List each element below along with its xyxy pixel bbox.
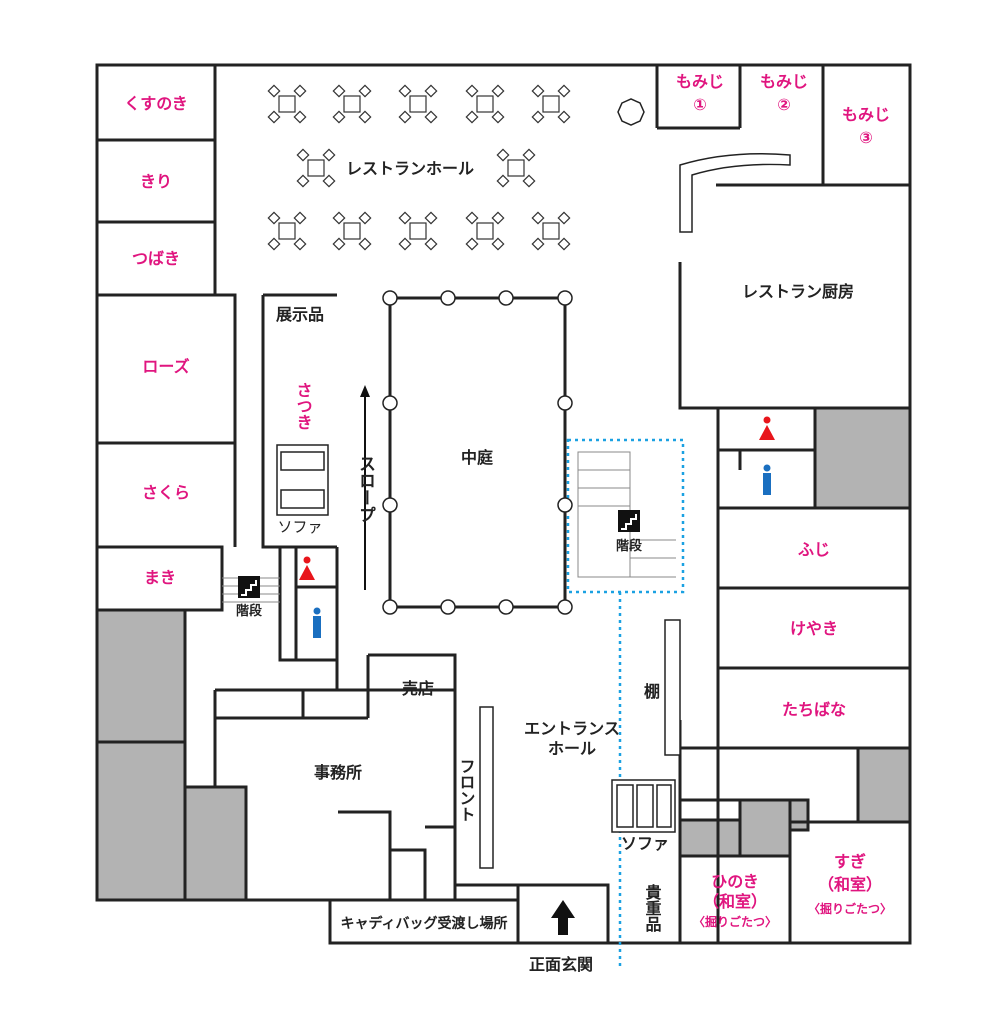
right-walls (655, 65, 910, 943)
label-sofa-left: ソファ (277, 518, 322, 536)
shelf (664, 619, 681, 756)
label-office: 事務所 (314, 763, 362, 782)
room-sugi: すぎ (834, 852, 866, 871)
label-entrance-hall-2: ホール (548, 739, 596, 758)
label-entrance-hall-1: エントランス (524, 719, 620, 738)
gray-block (183, 785, 248, 902)
room-momiji-2: もみじ (760, 72, 808, 91)
sofa-icon (276, 444, 329, 516)
room-momiji-3: もみじ (842, 105, 890, 124)
column-icon (557, 497, 573, 513)
room-keyaki: けやき (790, 619, 838, 638)
gray-block (813, 406, 912, 510)
table-icon (267, 84, 307, 124)
column-icon (557, 290, 573, 306)
table-icon (332, 211, 372, 251)
restaurant-counter (679, 153, 791, 233)
label-restaurant-kitchen: レストラン厨房 (742, 282, 854, 301)
courtyard (388, 296, 567, 609)
column-icon (382, 290, 398, 306)
table-icon (398, 84, 438, 124)
label-valuables: 貴重品 (643, 883, 662, 933)
gray-block (678, 818, 742, 858)
courtyard-columns (382, 290, 573, 615)
stairs-icon (618, 510, 640, 532)
table-icon (332, 84, 372, 124)
room-satsuki: さつき (294, 382, 313, 430)
label-shelf: 棚 (644, 682, 660, 701)
entrance-arrow-icon (551, 900, 575, 935)
room-rose: ローズ (142, 357, 189, 376)
room-momiji-3-num: ③ (859, 128, 873, 147)
male-toilet-icon (313, 464, 771, 638)
room-momiji-1-num: ① (693, 95, 707, 114)
room-hinoki-type: （和室） (703, 892, 767, 911)
room-hinoki-note: 〈掘りごたつ〉 (693, 914, 777, 929)
column-icon (382, 497, 398, 513)
label-sofa-right: ソファ (621, 834, 669, 853)
gray-block (856, 746, 912, 824)
outer-wall (95, 63, 912, 945)
column-icon (382, 395, 398, 411)
column-icon (557, 395, 573, 411)
table-icon (398, 211, 438, 251)
room-maki: まき (144, 568, 176, 587)
column-icon (440, 290, 456, 306)
gray-block (95, 608, 187, 744)
stairs-icon (238, 576, 260, 598)
room-kusunoki: くすのき (124, 94, 188, 113)
label-stairs-left: 階段 (236, 603, 262, 619)
room-hinoki: ひのき (711, 872, 759, 891)
table-icon (531, 211, 571, 251)
room-kiri: きり (140, 172, 172, 191)
label-front: フロント (457, 758, 476, 822)
label-main-entrance: 正面玄関 (529, 955, 593, 974)
room-sugi-note: 〈掘りごたつ〉 (808, 901, 892, 916)
restaurant-tables (267, 84, 571, 251)
room-sakura: さくら (142, 483, 190, 502)
column-icon (498, 599, 514, 615)
female-toilet-icon (299, 416, 775, 580)
table-icon (465, 211, 505, 251)
label-caddy-bag: キャディバッグ受渡し場所 (340, 915, 507, 932)
table-icon (465, 84, 505, 124)
exhibit-walls (261, 293, 339, 690)
stairs-area (566, 438, 685, 594)
room-fuji: ふじ (798, 540, 830, 559)
column-icon (557, 599, 573, 615)
label-exhibits: 展示品 (276, 305, 324, 324)
column-icon (382, 599, 398, 615)
label-shop: 売店 (402, 679, 434, 698)
front-counter (479, 706, 494, 869)
table-icon (267, 211, 307, 251)
table-icon (296, 148, 336, 188)
column-icon (617, 98, 645, 126)
column-icon (498, 290, 514, 306)
label-courtyard: 中庭 (461, 448, 493, 467)
room-sugi-type: （和室） (818, 875, 882, 894)
gray-block (738, 798, 792, 858)
room-momiji-2-num: ② (777, 95, 791, 114)
room-tachibana: たちばな (782, 700, 846, 719)
table-icon (496, 148, 536, 188)
room-momiji-1: もみじ (676, 72, 724, 91)
label-slope: スロープ (355, 455, 375, 523)
left-room-walls (97, 65, 237, 612)
gray-block (95, 740, 187, 902)
sofa-icon (611, 779, 676, 833)
table-icon (531, 84, 571, 124)
column-icon (440, 599, 456, 615)
office-walls (213, 653, 518, 902)
gray-block (788, 798, 810, 832)
label-stairs-center: 階段 (616, 538, 642, 554)
label-restaurant-hall: レストランホール (346, 159, 474, 178)
room-tsubaki: つばき (132, 249, 180, 268)
